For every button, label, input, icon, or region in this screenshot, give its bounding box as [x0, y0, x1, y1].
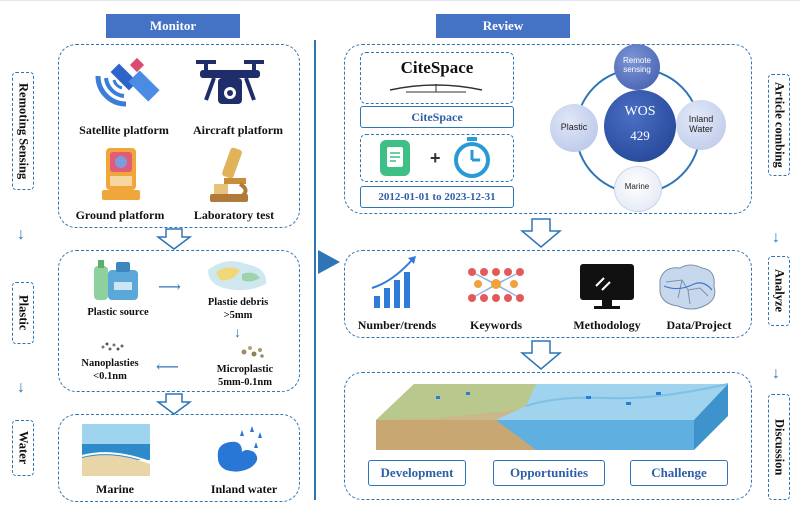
wos-title: WOS [624, 104, 656, 119]
marine-beach-image [81, 424, 151, 476]
development-box: Development [368, 460, 466, 486]
stopwatch-icon [454, 137, 490, 178]
remote-sensing-node-label: Remote [622, 56, 651, 65]
satellite-icon [95, 57, 160, 107]
plastic-debris-icon [208, 261, 267, 291]
number-trends-label: Number/trends [357, 318, 437, 332]
plastic-bottles-icon [94, 260, 138, 300]
side-article-combing: Article combing [768, 74, 790, 176]
wos-count: 429 [630, 128, 650, 143]
plastic-debris-size: >5mm [223, 310, 253, 321]
nanoplastic-label: Nanoplasties [81, 358, 139, 369]
remote-sensing-node [614, 44, 660, 90]
down-arrow-icon: ↓ [234, 326, 241, 341]
opportunities-box: Opportunities [493, 460, 605, 486]
coastal-ocean-illustration [376, 383, 729, 450]
document-icon [380, 140, 410, 176]
inland-water-node [676, 100, 726, 150]
nanoplastic-size: <0.1nm [93, 371, 127, 382]
remote-sensing-node-label-2: sensing [623, 65, 651, 74]
monitor-header: Monitor [106, 14, 240, 38]
date-range-box: 2012-01-01 to 2023-12-31 [360, 186, 514, 208]
computer-monitor-icon [580, 264, 634, 309]
inland-water-node-label: Inland [688, 114, 714, 124]
side-water: Water [12, 420, 34, 476]
hollow-down-arrow-icon [519, 218, 563, 248]
methodology-label: Methodology [573, 318, 641, 332]
map-icon [659, 264, 716, 310]
keyword-network-icon [468, 268, 524, 302]
down-arrow-icon: ↓ [772, 365, 780, 382]
aircraft-platform-label: Aircraft platform [192, 123, 284, 137]
side-remote-sensing: Remoting Sensing [12, 72, 34, 190]
side-plastic: Plastic [12, 282, 34, 344]
hollow-down-arrow-icon [155, 228, 193, 250]
plastic-debris-label: Plastie debris [207, 297, 269, 308]
review-panel [344, 44, 752, 214]
left-arrow-icon: ⟵ [156, 359, 179, 376]
challenge-box: Challenge [630, 460, 728, 486]
microplastic-label: Microplastic [216, 364, 274, 375]
platforms-panel [58, 44, 300, 228]
water-panel [58, 414, 300, 502]
side-analyze: Analyze [768, 256, 790, 326]
plastic-node-label: Plastic [560, 122, 588, 132]
citespace-label-box: CiteSpace [360, 106, 514, 128]
laboratory-test-label: Laboratory test [193, 208, 275, 222]
plastic-node [550, 104, 598, 152]
book-icon [389, 84, 483, 93]
satellite-platform-label: Satellite platform [79, 123, 169, 137]
down-arrow-icon: ↓ [17, 379, 25, 396]
ground-platform-label: Ground platform [75, 208, 165, 222]
ground-station-icon [102, 148, 140, 200]
microplastic-size: 5mm-0.1nm [218, 377, 272, 388]
right-arrow-icon: ⟶ [158, 279, 181, 296]
inland-water-label: Inland water [210, 482, 278, 496]
plastic-source-label: Plastic source [87, 307, 149, 318]
marine-node-label: Marine [624, 182, 650, 191]
analyze-panel [344, 250, 752, 338]
right-arrow-icon [318, 250, 340, 274]
tools-box [360, 134, 514, 182]
top-divider [0, 0, 800, 1]
citespace-logo: CiteSpace [400, 58, 474, 77]
inland-water-node-label-2: Water [689, 124, 713, 134]
plastic-panel [58, 250, 300, 392]
microplastic-icon [241, 346, 264, 358]
side-discussion: Discussion [768, 394, 790, 500]
microscope-icon [210, 147, 248, 202]
plus-sign: + [430, 148, 441, 168]
review-header: Review [436, 14, 570, 38]
marine-label: Marine [96, 482, 134, 496]
marine-node [614, 166, 662, 212]
wos-center-circle [604, 90, 676, 162]
down-arrow-icon: ↓ [772, 229, 780, 246]
discussion-panel [344, 372, 752, 500]
keywords-label: Keywords [470, 318, 522, 332]
hollow-down-arrow-icon [519, 340, 563, 370]
drone-icon [196, 60, 264, 104]
nanoplastic-icon [101, 342, 124, 351]
data-project-label: Data/Project [666, 318, 732, 332]
center-divider [314, 40, 316, 500]
inland-water-icon [217, 426, 262, 472]
trend-chart-icon [371, 256, 416, 308]
citespace-logo-box [360, 52, 514, 104]
down-arrow-icon: ↓ [17, 226, 25, 243]
hollow-down-arrow-icon [155, 393, 193, 415]
